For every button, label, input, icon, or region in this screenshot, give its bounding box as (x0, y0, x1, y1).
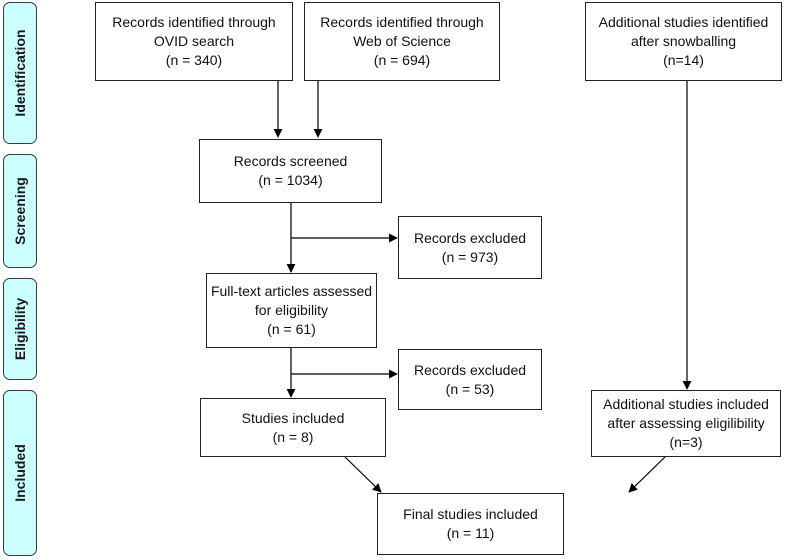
box-snowball-line2: after snowballing (630, 33, 737, 49)
box-fulltext-line2: for eligibility (254, 302, 329, 318)
phase-identification-label: Identification (12, 29, 28, 117)
box-snowball-studies: Additional studies identified after snow… (585, 2, 782, 81)
box-final-included: Final studies included (n = 11) (377, 493, 564, 555)
box-snowball-count: (n=14) (663, 52, 704, 68)
box-snowball-line1: Additional studies identified (598, 14, 769, 30)
arrow-additional-to-final (628, 456, 666, 493)
arrow-studies-to-final (344, 456, 382, 493)
box-wos-line2: Web of Science (353, 33, 451, 49)
box-studies-count: (n = 8) (272, 428, 314, 445)
box-excluded1-line1: Records excluded (413, 229, 527, 246)
box-screened-line1: Records screened (233, 153, 348, 169)
box-final-line1: Final studies included (403, 506, 538, 522)
box-excluded1-count: (n = 973) (441, 248, 499, 265)
box-fulltext-count: (n = 61) (267, 321, 316, 337)
box-studies-included: Studies included (n = 8) (200, 398, 386, 457)
box-studies-line1: Studies included (241, 409, 345, 426)
box-records-excluded-eligibility: Records excluded (n = 53) (398, 349, 542, 410)
phase-eligibility: Eligibility (3, 278, 37, 380)
box-additional-included: Additional studies included after assess… (591, 390, 781, 457)
phase-identification: Identification (3, 2, 37, 144)
box-records-screened: Records screened (n = 1034) (199, 139, 382, 203)
box-additional-count: (n=3) (669, 434, 703, 450)
phase-included: Included (3, 390, 37, 556)
phase-screening: Screening (3, 154, 37, 268)
box-wos-records: Records identified through Web of Scienc… (304, 2, 500, 81)
box-excluded2-line1: Records excluded (413, 361, 527, 378)
box-additional-line1: Additional studies included (603, 396, 769, 412)
box-screened-count: (n = 1034) (258, 172, 323, 188)
box-wos-line1: Records identified through (320, 14, 484, 30)
box-final-count: (n = 11) (446, 525, 495, 541)
phase-screening-label: Screening (12, 177, 28, 245)
box-fulltext-assessed: Full-text articles assessed for eligibil… (206, 273, 377, 348)
box-ovid-line1: Records identified through (112, 14, 276, 30)
box-ovid-records: Records identified through OVID search (… (95, 2, 293, 81)
phase-eligibility-label: Eligibility (12, 297, 28, 361)
box-fulltext-line1: Full-text articles assessed (210, 283, 373, 299)
box-ovid-line2: OVID search (153, 33, 235, 49)
phase-included-label: Included (12, 444, 28, 502)
box-records-excluded-screening: Records excluded (n = 973) (398, 216, 542, 279)
box-ovid-count: (n = 340) (165, 52, 223, 68)
box-wos-count: (n = 694) (373, 52, 431, 68)
box-excluded2-count: (n = 53) (445, 380, 495, 397)
box-additional-line2: after assessing eligilibility (607, 415, 765, 431)
